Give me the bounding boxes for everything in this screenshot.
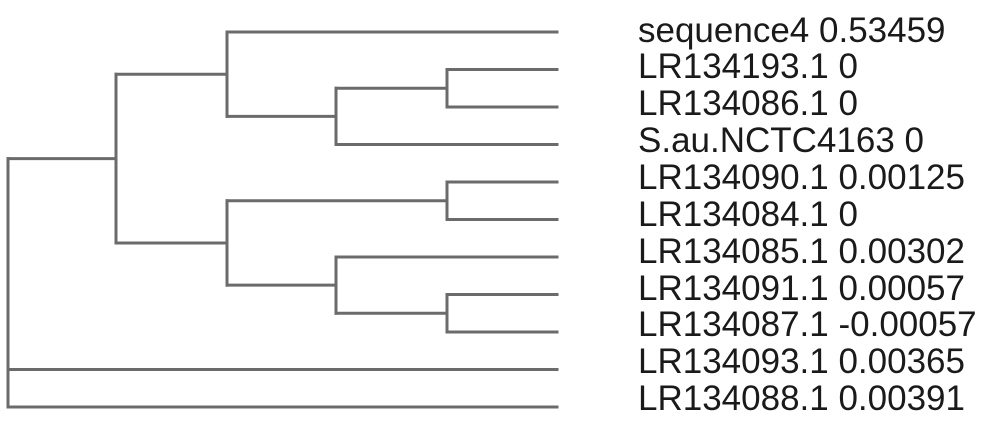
leaf-row: LR134088.1 0.00391 [638, 379, 977, 419]
leaf-taxon-label: LR134086.1 [638, 84, 829, 124]
leaf-branch-value: 0.00365 [838, 342, 965, 382]
leaf-branch-value: 0 [838, 47, 858, 87]
leaf-row: LR134193.1 0 [638, 49, 977, 86]
leaf-taxon-label: LR134085.1 [638, 231, 829, 271]
leaf-taxon-label: LR134084.1 [638, 194, 829, 234]
leaf-row: LR134093.1 0.00365 [638, 342, 977, 382]
leaf-row: sequence4 0.53459 [638, 10, 977, 50]
leaf-branch-value: 0.53459 [819, 10, 946, 50]
leaf-taxon-label: LR134091.1 [638, 268, 829, 308]
leaf-branch-value: 0.00391 [838, 379, 965, 419]
leaf-row: LR134087.1 -0.00057 [638, 305, 977, 345]
leaf-row: LR134086.1 0 [638, 84, 977, 124]
leaf-branch-value: 0 [838, 194, 858, 234]
leaf-taxon-label: S.au.NCTC4163 [638, 121, 895, 161]
leaf-taxon-label: LR134093.1 [638, 342, 829, 382]
leaf-taxon-label: LR134087.1 [638, 305, 829, 345]
leaf-taxon-label: LR134090.1 [638, 157, 829, 197]
leaf-row: LR134090.1 0.00125 [638, 157, 977, 197]
leaf-branch-value: 0.00125 [838, 157, 965, 197]
leaf-branch-value: 0 [838, 84, 858, 124]
leaf-row: S.au.NCTC4163 0 [638, 121, 977, 161]
leaf-branch-value: -0.00057 [838, 305, 977, 345]
leaf-row: LR134084.1 0 [638, 194, 977, 234]
leaf-taxon-label: sequence4 [638, 10, 810, 50]
leaf-branch-value: 0.00302 [838, 231, 965, 271]
leaf-row: LR134091.1 0.00057 [638, 268, 977, 308]
leaf-taxon-label: LR134088.1 [638, 379, 829, 419]
leaf-branch-value: 0 [904, 121, 924, 161]
leaf-taxon-label: LR134193.1 [638, 47, 829, 87]
leaf-branch-value: 0.00057 [838, 268, 965, 308]
leaf-row: LR134085.1 0.00302 [638, 231, 977, 271]
